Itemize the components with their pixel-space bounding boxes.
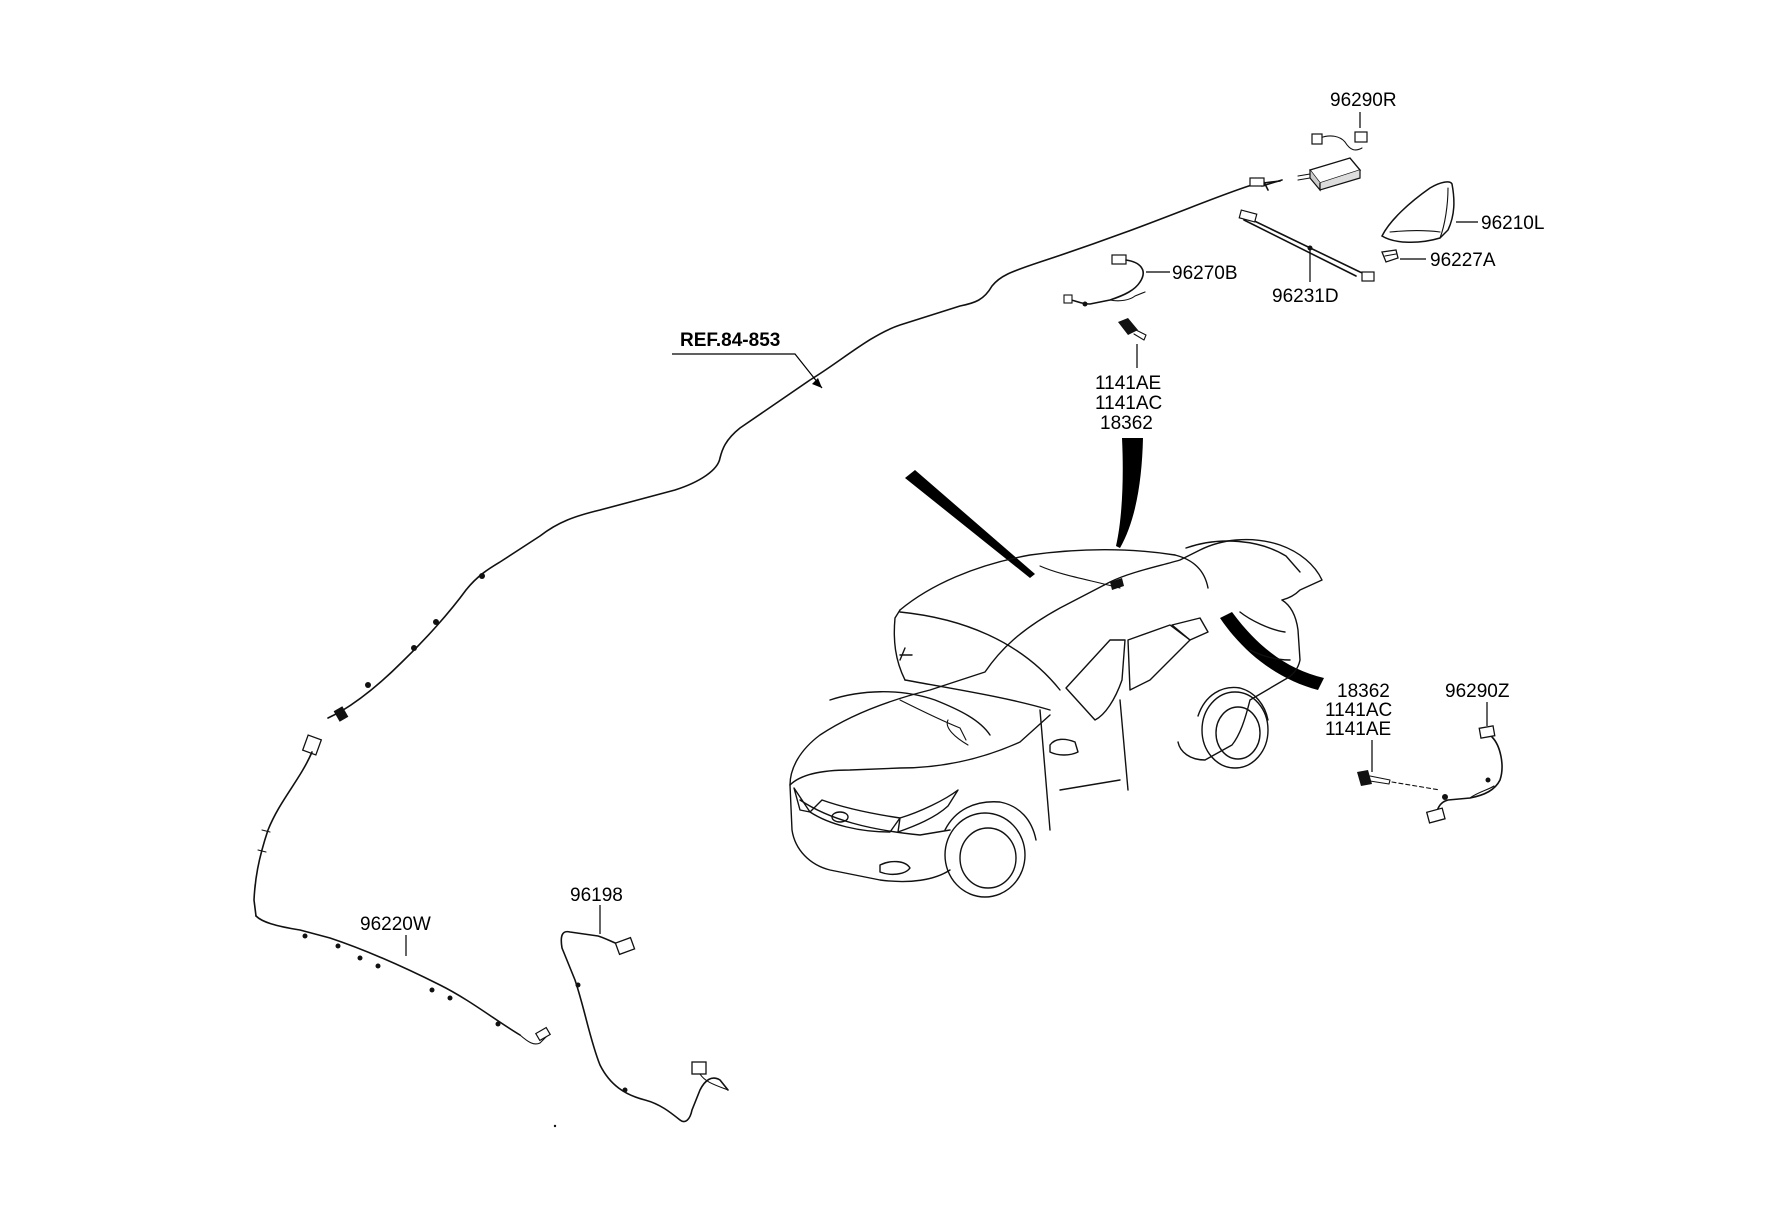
shark-fin-antenna-icon xyxy=(1381,181,1455,243)
label-96290R: 96290R xyxy=(1330,90,1397,111)
cable-96231D xyxy=(1238,209,1375,282)
harness-96290Z xyxy=(1425,725,1503,824)
nut-96227A xyxy=(1381,249,1399,263)
harness-96270B xyxy=(1063,254,1146,307)
bolt-icon xyxy=(1118,318,1147,341)
harness-96220W xyxy=(253,734,552,1045)
harness-96198 xyxy=(560,930,729,1123)
stray-dot xyxy=(553,1124,557,1128)
label-96290Z: 96290Z xyxy=(1445,681,1510,702)
label-96210L: 96210L xyxy=(1481,213,1544,234)
bolt-right-icon xyxy=(1357,770,1391,786)
roof-antenna-cable xyxy=(327,177,1283,722)
callout-wedge-antenna xyxy=(1116,438,1143,548)
ref-label: REF.84-853 xyxy=(680,330,780,351)
module-96290R xyxy=(1297,131,1368,192)
label-96220W: 96220W xyxy=(360,914,431,935)
arrow-ref xyxy=(812,378,822,388)
label-96227A: 96227A xyxy=(1430,250,1496,271)
callout-wedge-rear xyxy=(1220,612,1324,690)
label-18362-right: 18362 xyxy=(1337,681,1390,702)
label-96231D: 96231D xyxy=(1272,286,1339,307)
label-1141AE-right: 1141AE xyxy=(1325,719,1391,740)
label-96198: 96198 xyxy=(570,885,623,906)
label-1141AC-top: 1141AC xyxy=(1095,393,1162,414)
callout-wedge-roof xyxy=(905,470,1035,578)
sedan-car-icon xyxy=(789,538,1323,898)
leader-ref xyxy=(672,353,823,389)
dash-link-right xyxy=(1391,781,1441,791)
label-18362-top: 18362 xyxy=(1100,413,1153,434)
label-1141AC-right: 1141AC xyxy=(1325,700,1392,721)
label-1141AE-top: 1141AE xyxy=(1095,373,1161,394)
label-96270B: 96270B xyxy=(1172,263,1238,284)
